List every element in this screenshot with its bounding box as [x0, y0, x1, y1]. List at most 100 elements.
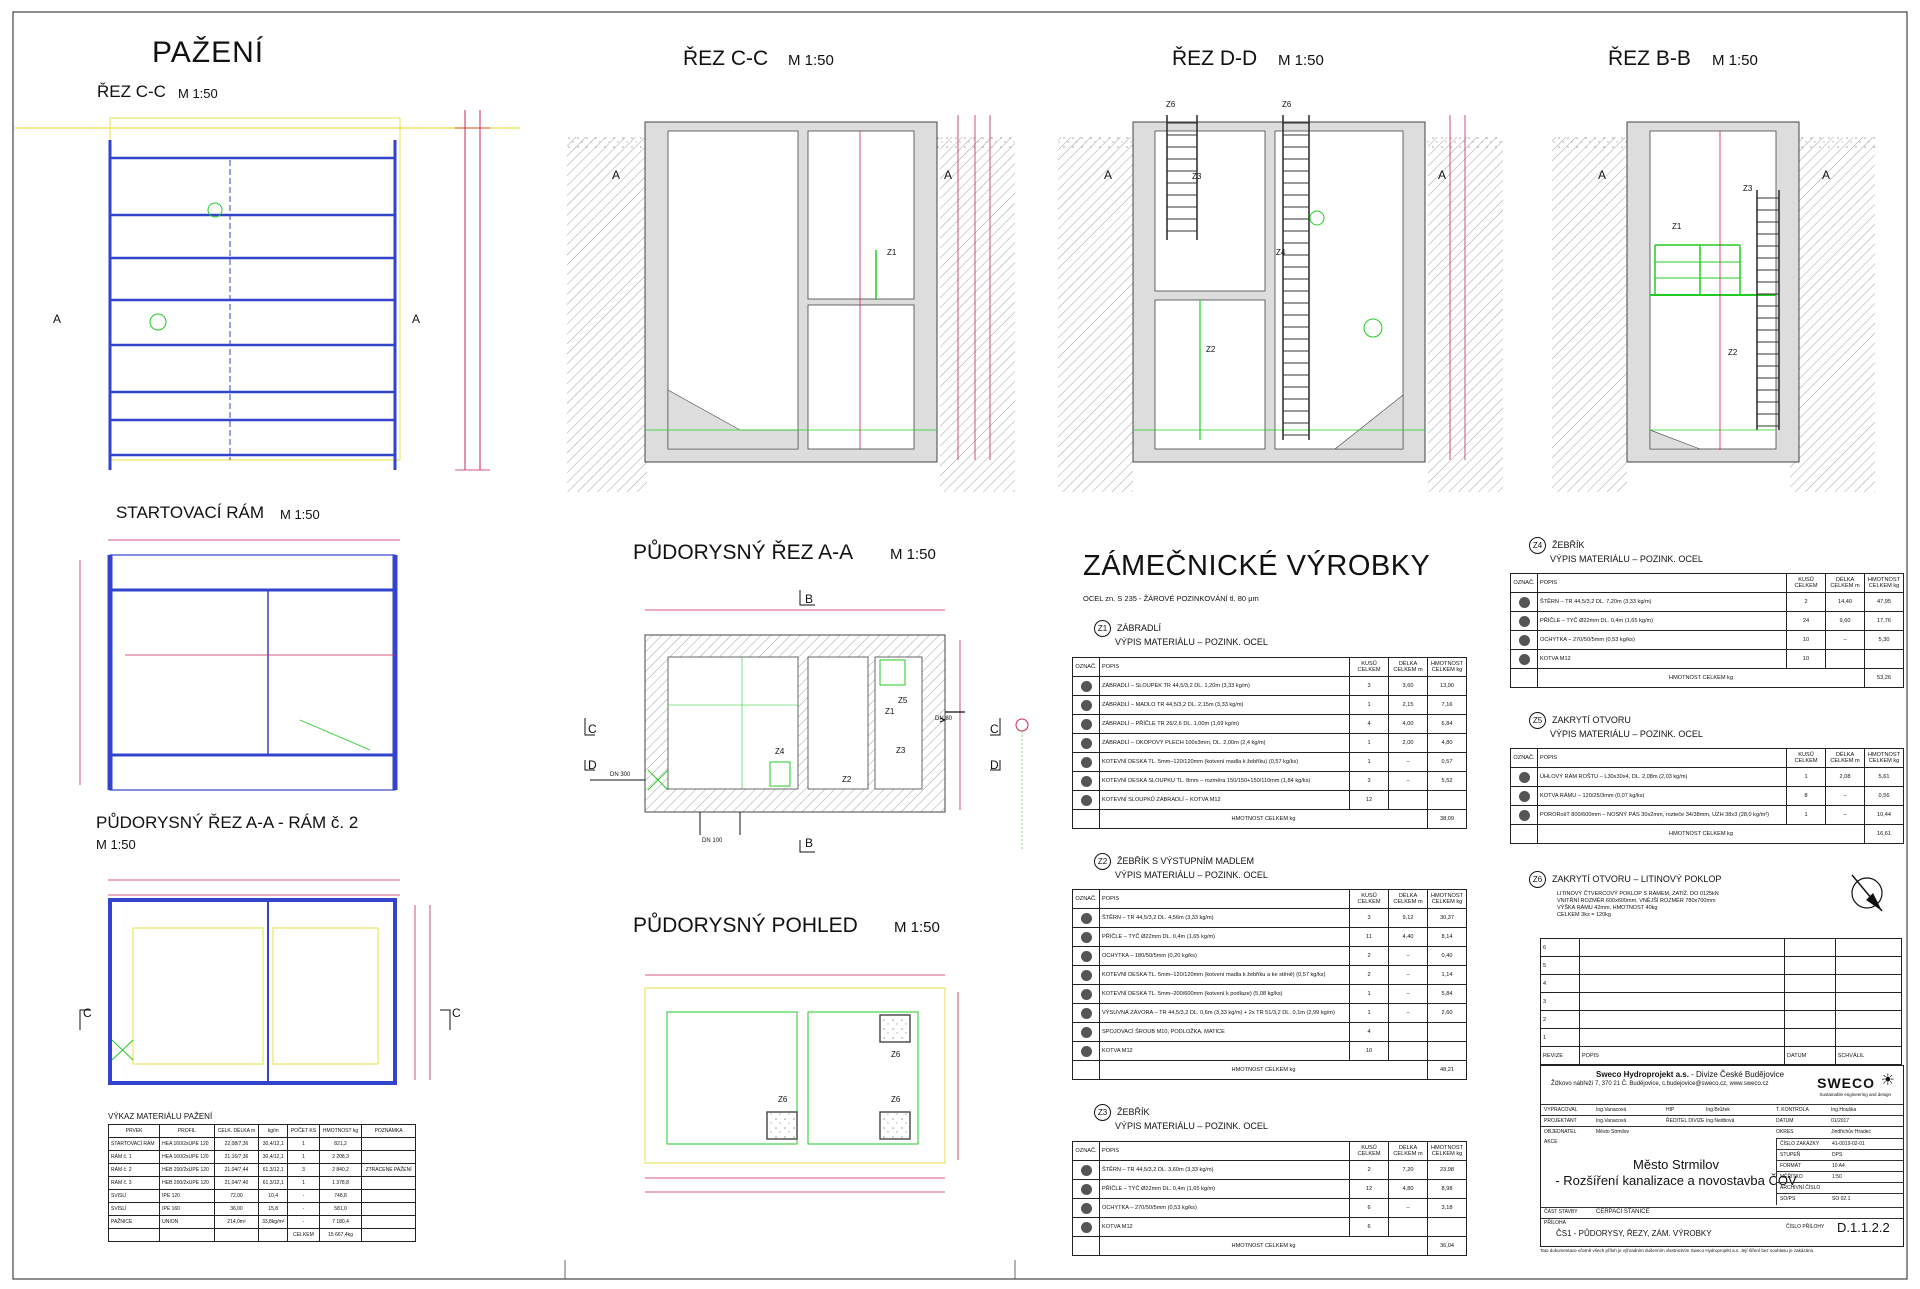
item-mark-icon	[1510, 611, 1538, 631]
z5-cell: 0,56	[1864, 786, 1904, 806]
z2-cell: 10	[1349, 1041, 1389, 1061]
callout-z1-cc: Z1	[887, 248, 897, 257]
table-row: ZÁBRADLÍ – OKOPOVÝ PLECH 100x3mm, DL. 2,…	[1072, 733, 1467, 753]
z1-cell: KOTEVNÍ SLOUPKŮ ZÁBRADLÍ – KOTVA M12	[1099, 790, 1350, 810]
tb-field: T. KONTROLA	[1776, 1107, 1809, 1113]
vykaz-cell: 21,04/7,40	[213, 1176, 260, 1190]
tb-priloha-value: ČS1 - PŮDORYSY, ŘEZY, ZÁM. VÝROBKY	[1556, 1229, 1712, 1238]
vykaz-header: PRVEK	[107, 1124, 161, 1138]
revize-header: DATUM	[1784, 1046, 1836, 1065]
tb-akce1: Město Strmilov	[1633, 1157, 1719, 1172]
callout-z6-dd2: Z6	[1282, 100, 1292, 109]
z4-cell: 14,40	[1825, 592, 1865, 612]
item-mark-icon	[1072, 676, 1100, 696]
z2-cell: 4,40	[1388, 927, 1428, 947]
revize-empty	[1784, 992, 1836, 1011]
revize-empty	[1579, 938, 1785, 957]
scale-rez-dd: M 1:50	[1278, 52, 1324, 69]
tb-field: HIP	[1666, 1107, 1675, 1113]
tb-field: ŘEDITEL DIVIZE	[1666, 1118, 1705, 1124]
z4-cell: –	[1825, 630, 1865, 650]
vykaz-cell: 2 208,3	[318, 1150, 363, 1164]
pazeni-section-cc	[15, 110, 520, 471]
z2-cell: 4	[1349, 1022, 1389, 1042]
z1-cell: 12	[1349, 790, 1389, 810]
z4-cell: 24	[1786, 611, 1826, 631]
z1-cell: ZÁBRADLÍ – SLOUPEK TR 44,5/3,2 DL. 1,20m…	[1099, 676, 1350, 696]
table-row: 3	[1540, 992, 1903, 1011]
item-mark-icon	[1072, 1160, 1100, 1180]
vykaz-cell: 7 180,4	[318, 1215, 363, 1229]
z5-cell: 8	[1786, 786, 1826, 806]
z4-number: Z4	[1529, 537, 1546, 554]
title-ram2: PŮDORYSNÝ ŘEZ A-A - RÁM č. 2	[96, 813, 359, 832]
vykaz-cell: 10,4	[258, 1189, 289, 1203]
z1-cell: 1	[1349, 733, 1389, 753]
z1-cell: 3	[1349, 676, 1389, 696]
tb-side-label: SO/PS	[1780, 1196, 1796, 1202]
z3-title: ŽEBŘÍK	[1117, 1106, 1150, 1117]
z3-header: KUSŮ CELKEM	[1349, 1141, 1389, 1161]
vykaz-cell	[361, 1215, 416, 1229]
z2-header: POPIS	[1099, 889, 1350, 909]
item-mark-icon	[1072, 946, 1100, 966]
revize-empty	[1834, 938, 1903, 957]
item-mark-icon	[1510, 649, 1538, 669]
table-row: PŘÍČLE – TYČ Ø22mm DL. 0,4m (1,65 kg/m)1…	[1072, 1179, 1467, 1199]
vykaz-cell: 821,2	[318, 1137, 363, 1151]
z2-cell: 2,60	[1427, 1003, 1467, 1023]
marker-a-dd-left: A	[1104, 168, 1113, 182]
revize-empty	[1784, 938, 1836, 957]
vykaz-cell: 30,4/12,1	[258, 1137, 289, 1151]
z5-header: POPIS	[1537, 748, 1787, 768]
z2-cell: –	[1388, 984, 1428, 1004]
tb-field: VYPRACOVAL	[1544, 1107, 1578, 1113]
z5-cell: 10,44	[1864, 805, 1904, 825]
revize-empty	[1579, 1028, 1785, 1047]
z1-cell: 1	[1349, 752, 1389, 772]
z4-subtitle: VÝPIS MATERIÁLU – POZINK. OCEL	[1550, 554, 1703, 564]
z5-cell: –	[1825, 786, 1865, 806]
tb-company: Sweco Hydroprojekt a.s.	[1596, 1070, 1689, 1079]
z1-header: OZNAČ.	[1072, 657, 1100, 677]
z2-cell: ŠTĚRN – TR 44,5/3,2 DL. 4,56m (3,33 kg/m…	[1099, 908, 1350, 928]
item-mark-icon	[1510, 767, 1538, 787]
total-spacer	[1510, 824, 1538, 844]
tb-akce2: - Rozšíření kanalizace a novostavba ČOV	[1555, 1173, 1797, 1188]
z1-cell	[1427, 790, 1467, 810]
scale-pudorys-aa: M 1:50	[890, 546, 936, 563]
z2-header: OZNAČ.	[1072, 889, 1100, 909]
z2-cell: KOTEVNÍ DESKA TL. 5mm–120/120mm (kotvení…	[1099, 965, 1350, 985]
section-cc	[567, 115, 1015, 492]
marker-b-top: B	[805, 592, 814, 606]
z1-total: 38,09	[1427, 809, 1467, 829]
z1-header: POPIS	[1099, 657, 1350, 677]
pipe-dn300: DN 300	[610, 772, 631, 778]
z2-cell: 0,40	[1427, 946, 1467, 966]
z5-cell: –	[1825, 805, 1865, 825]
tb-akce-label: AKCE	[1544, 1139, 1558, 1145]
callout-z6-dd1: Z6	[1166, 100, 1176, 109]
tb-field: DATUM	[1776, 1118, 1794, 1124]
item-mark-icon	[1072, 1217, 1100, 1237]
item-mark-icon	[1072, 965, 1100, 985]
z2-cell: –	[1388, 965, 1428, 985]
item-mark-icon	[1072, 1022, 1100, 1042]
vykaz-cell	[258, 1228, 289, 1242]
tb-cislo-label: ČÍSLO PŘÍLOHY	[1786, 1224, 1825, 1230]
vykaz-cell: 2 840,2	[318, 1163, 363, 1177]
vykaz-cell	[361, 1176, 416, 1190]
z3-cell: –	[1388, 1198, 1428, 1218]
tb-side-value: 41-0019-02-01	[1832, 1141, 1865, 1147]
vykaz-cell: 15 667,4kg	[318, 1228, 363, 1242]
z5-cell: 2,08	[1825, 767, 1865, 787]
tb-field: Ing.Vanacová	[1596, 1118, 1627, 1124]
